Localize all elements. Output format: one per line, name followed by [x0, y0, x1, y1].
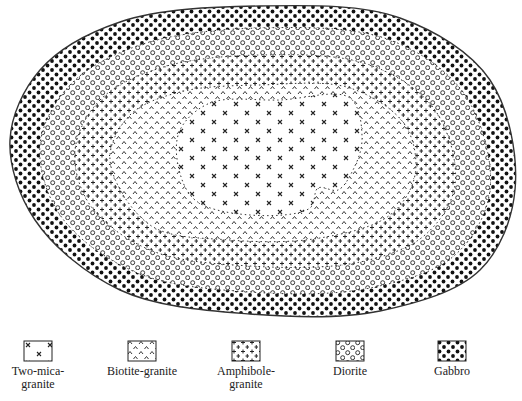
legend-swatch — [335, 340, 365, 362]
legend-label: Two-mica-granite — [3, 365, 73, 391]
legend-label: Biotite-granite — [107, 365, 177, 378]
legend-swatch — [127, 340, 157, 362]
legend-label: Diorite — [315, 365, 385, 378]
legend-entry: Two-mica-granite — [0, 340, 83, 391]
two-mica-granite-zone-ground — [176, 94, 362, 216]
amphibole-granite-zone — [75, 55, 456, 268]
diorite-zone — [40, 28, 491, 294]
diorite-zone-ground — [40, 28, 491, 294]
zone-group — [10, 6, 516, 317]
legend-entry: Gabbro — [407, 340, 497, 378]
legend-swatch — [437, 340, 467, 362]
legend-entry: Biotite-granite — [97, 340, 187, 378]
legend-pattern — [336, 341, 364, 361]
legend-entry: Amphibole-granite — [201, 340, 291, 391]
legend-pattern — [24, 341, 52, 361]
legend-swatch — [231, 340, 261, 362]
legend-entry: Diorite — [305, 340, 395, 378]
legend-pattern — [438, 341, 466, 361]
biotite-granite-zone — [110, 83, 416, 242]
biotite-granite-zone-ground — [110, 83, 416, 242]
two-mica-granite-zone — [176, 94, 362, 216]
legend-swatch — [23, 340, 53, 362]
gabbro-zone-ground — [10, 6, 516, 317]
legend-label: Gabbro — [417, 365, 487, 378]
legend-pattern — [232, 341, 260, 361]
gabbro-zone — [10, 6, 516, 317]
amphibole-granite-zone-ground — [75, 55, 456, 268]
legend-label: Amphibole-granite — [211, 365, 281, 391]
legend-pattern — [128, 341, 156, 361]
